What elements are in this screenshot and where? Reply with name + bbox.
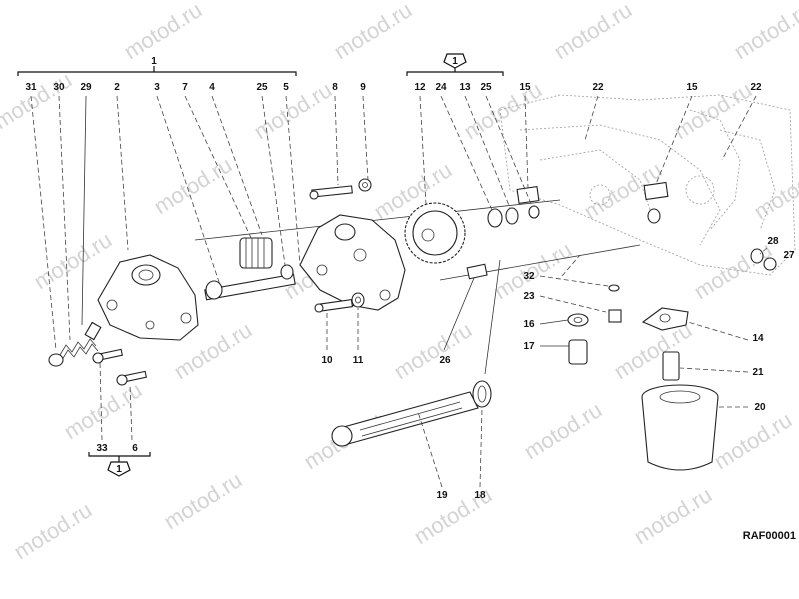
bushing-15-left bbox=[516, 186, 540, 204]
relief-spring bbox=[59, 321, 102, 361]
callout-22: 22 bbox=[592, 82, 604, 93]
oil-strainer bbox=[331, 391, 479, 447]
group-marker-top-mid: 1 bbox=[443, 53, 467, 69]
callout-21: 21 bbox=[752, 367, 764, 378]
group-marker-bottom-left: 1 bbox=[107, 461, 131, 477]
callout-32: 32 bbox=[523, 271, 535, 282]
watermark-text: motod.ru bbox=[149, 152, 236, 219]
callout-30: 30 bbox=[53, 82, 65, 93]
watermark-text: motod.ru bbox=[389, 317, 476, 384]
callout-2: 2 bbox=[114, 82, 120, 93]
spacer-rings bbox=[487, 205, 540, 228]
group-number: 1 bbox=[151, 56, 157, 67]
washer-9 bbox=[358, 178, 372, 192]
watermark-text: motod.ru bbox=[0, 67, 76, 134]
strainer-seal bbox=[472, 380, 492, 408]
watermark-text: motod.ru bbox=[669, 77, 756, 144]
bolt-8 bbox=[309, 185, 353, 200]
group-bracket-top-mid bbox=[406, 68, 504, 76]
callout-4: 4 bbox=[209, 82, 215, 93]
callout-27: 27 bbox=[783, 250, 795, 261]
group-bracket-top-left bbox=[17, 66, 297, 76]
callout-20: 20 bbox=[754, 402, 766, 413]
callout-5: 5 bbox=[283, 82, 289, 93]
watermark-text: motod.ru bbox=[609, 317, 696, 384]
callout-23: 23 bbox=[523, 291, 535, 302]
callout-29: 29 bbox=[80, 82, 92, 93]
watermark-text: motod.ru bbox=[329, 0, 416, 64]
callout-16: 16 bbox=[523, 319, 535, 330]
filter-adaptor bbox=[641, 307, 689, 331]
screw-6 bbox=[116, 370, 147, 386]
pump-body-front bbox=[97, 254, 199, 341]
screw-33 bbox=[92, 348, 123, 364]
drive-gear bbox=[404, 202, 466, 264]
callout-15: 15 bbox=[519, 82, 531, 93]
bolt-10 bbox=[314, 299, 354, 313]
watermark-text: motod.ru bbox=[119, 0, 206, 64]
leader-lines bbox=[30, 95, 768, 488]
callout-25: 25 bbox=[480, 82, 492, 93]
callout-33: 33 bbox=[96, 443, 108, 454]
callout-9: 9 bbox=[360, 82, 366, 93]
callout-7: 7 bbox=[182, 82, 188, 93]
callout-14: 14 bbox=[752, 333, 764, 344]
watermark-text: motod.ru bbox=[709, 407, 796, 474]
callout-10: 10 bbox=[321, 355, 333, 366]
bushing-15-right bbox=[643, 181, 669, 201]
oring-right bbox=[647, 208, 661, 224]
bush-26 bbox=[466, 263, 488, 280]
callout-12: 12 bbox=[414, 82, 426, 93]
callout-6: 6 bbox=[132, 443, 138, 454]
sensor-group bbox=[567, 284, 622, 365]
group-number: 1 bbox=[116, 464, 122, 475]
watermark-text: motod.ru bbox=[729, 0, 799, 64]
watermark-text: motod.ru bbox=[159, 467, 246, 534]
callout-8: 8 bbox=[332, 82, 338, 93]
callout-17: 17 bbox=[523, 341, 535, 352]
watermark-text: motod.ru bbox=[59, 377, 146, 444]
callout-18: 18 bbox=[474, 490, 486, 501]
watermark-text: motod.ru bbox=[749, 157, 799, 224]
gear-shaft bbox=[204, 273, 296, 301]
callout-25: 25 bbox=[256, 82, 268, 93]
group-number: 1 bbox=[452, 56, 458, 67]
shaft-washer bbox=[280, 264, 294, 280]
oil-filter bbox=[641, 384, 719, 471]
drawing-reference: RAF00001 bbox=[743, 530, 796, 542]
callout-11: 11 bbox=[353, 355, 364, 366]
engine-block-outline bbox=[499, 94, 796, 276]
watermark-text: motod.ru bbox=[549, 0, 636, 64]
watermark-text: motod.ru bbox=[9, 497, 96, 564]
callout-15: 15 bbox=[686, 82, 698, 93]
washer-11 bbox=[351, 292, 365, 308]
callout-31: 31 bbox=[25, 82, 37, 93]
pump-body-rear bbox=[299, 214, 406, 311]
watermark-text: motod.ru bbox=[29, 227, 116, 294]
callout-28: 28 bbox=[767, 236, 779, 247]
callout-19: 19 bbox=[436, 490, 448, 501]
callout-3: 3 bbox=[154, 82, 160, 93]
callout-13: 13 bbox=[459, 82, 471, 93]
filter-nipple bbox=[662, 351, 680, 381]
small-gear bbox=[239, 237, 273, 269]
callout-26: 26 bbox=[439, 355, 451, 366]
fitting-28-27 bbox=[750, 248, 777, 271]
relief-plug bbox=[48, 353, 64, 367]
watermark-text: motod.ru bbox=[519, 397, 606, 464]
watermark-text: motod.ru bbox=[689, 237, 776, 304]
callout-22: 22 bbox=[750, 82, 762, 93]
watermark-text: motod.ru bbox=[629, 482, 716, 549]
callout-24: 24 bbox=[435, 82, 447, 93]
group-bracket-bottom-left bbox=[88, 452, 151, 462]
